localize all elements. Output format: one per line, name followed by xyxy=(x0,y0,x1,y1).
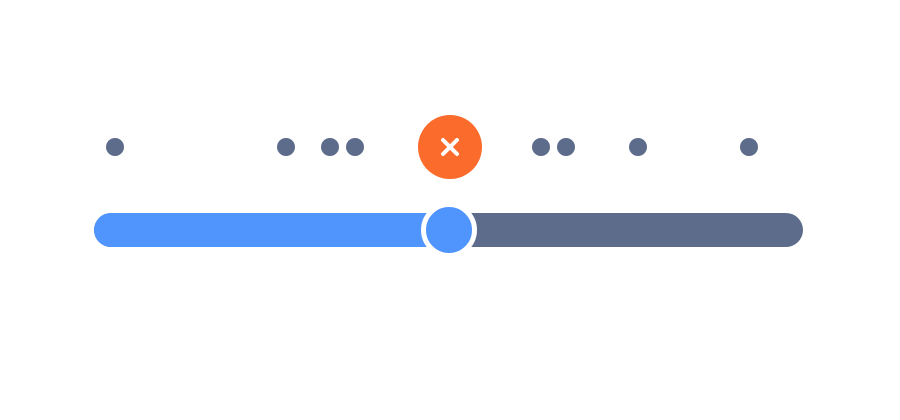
close-icon xyxy=(441,138,459,156)
marker-dot[interactable] xyxy=(739,138,758,156)
clear-button[interactable] xyxy=(418,115,482,179)
marker-dot[interactable] xyxy=(321,138,340,156)
marker-dot[interactable] xyxy=(557,138,576,156)
range-slider[interactable] xyxy=(94,202,803,258)
marker-dot[interactable] xyxy=(346,138,365,156)
marker-dot[interactable] xyxy=(532,138,551,156)
marker-dot[interactable] xyxy=(106,138,124,156)
slider-thumb[interactable] xyxy=(420,202,477,258)
marker-dot[interactable] xyxy=(628,138,647,156)
slider-track-fill xyxy=(94,213,449,247)
marker-dot[interactable] xyxy=(276,138,295,156)
